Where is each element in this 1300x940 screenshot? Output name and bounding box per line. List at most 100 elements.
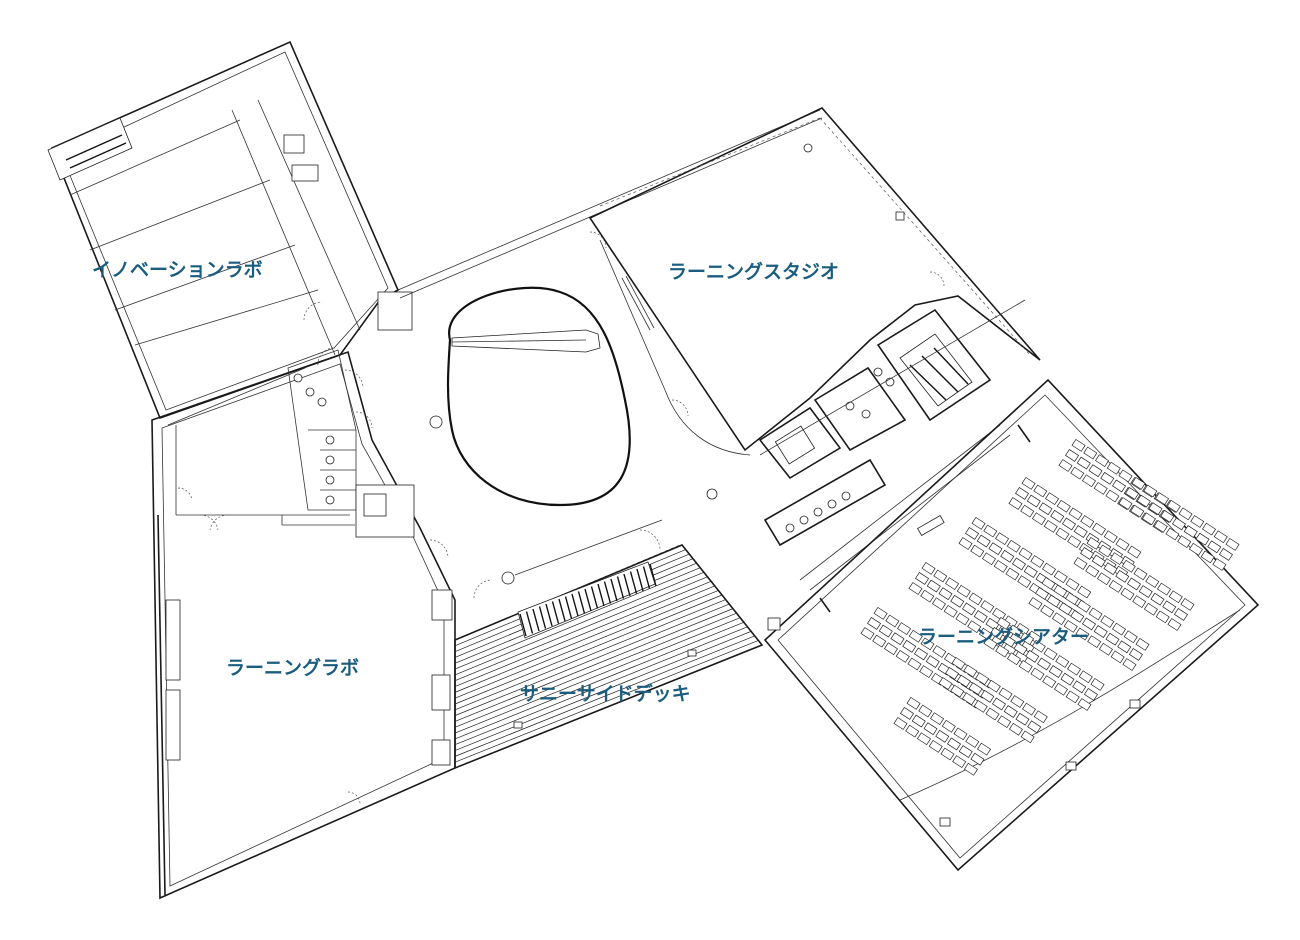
theater-seat — [920, 637, 935, 651]
room-label-learning-lab: ラーニングラボ — [226, 656, 359, 679]
theater-seat — [1027, 720, 1042, 734]
theater-seat — [1207, 540, 1222, 554]
theater-seat — [1093, 481, 1108, 495]
theater-seat — [930, 712, 945, 726]
theater-seat — [1081, 617, 1097, 631]
theater-seat — [1031, 639, 1046, 653]
theater-seat — [980, 689, 995, 703]
theater-seat — [1091, 554, 1106, 568]
theater-seat — [860, 627, 875, 640]
theater-seat — [968, 682, 983, 696]
theater-seat — [1033, 484, 1048, 498]
deck-board — [454, 603, 730, 716]
east-core — [758, 299, 1026, 591]
theater-seat — [956, 674, 971, 688]
theater-seat — [958, 537, 973, 550]
theater-seat — [1117, 640, 1132, 654]
theater-seat — [1133, 567, 1148, 581]
deck-board — [454, 626, 748, 746]
theater-seat — [1036, 657, 1052, 671]
theater-seat — [1043, 519, 1058, 533]
theater-seat — [1018, 659, 1033, 673]
theater-seat — [943, 604, 958, 618]
theater-seat — [1090, 677, 1105, 691]
theater-seat — [995, 644, 1010, 658]
theater-seat — [1013, 642, 1028, 656]
deck-board — [454, 581, 712, 687]
theater-seat — [1058, 602, 1073, 616]
theater-seat — [965, 527, 980, 540]
theater-seat — [913, 647, 929, 661]
theater-seat — [1042, 562, 1057, 576]
theater-seat — [1076, 456, 1091, 470]
theater-seat — [1127, 545, 1142, 559]
theater-seat — [1195, 532, 1210, 546]
theater-seat — [918, 704, 933, 718]
theater-seat — [1020, 632, 1035, 646]
theater-seat — [1100, 615, 1115, 628]
theater-seat — [1055, 527, 1070, 541]
theater-seat — [1121, 559, 1136, 573]
theater-seat — [1067, 662, 1082, 676]
theater-seat — [1070, 466, 1085, 480]
theater-seat — [1173, 608, 1188, 621]
stair-tread — [584, 588, 592, 612]
theater-seat — [1166, 499, 1181, 513]
deck-board — [454, 590, 719, 699]
deck-board — [454, 567, 701, 670]
theater-seat — [1162, 600, 1177, 614]
theater-seat — [1126, 577, 1142, 591]
theater-seat — [1108, 579, 1123, 593]
theater-seat — [1005, 567, 1020, 581]
theater-seat — [1060, 672, 1075, 686]
theater-seat — [867, 617, 882, 630]
stair-tread — [590, 586, 599, 609]
theater-seat — [1053, 570, 1068, 584]
theater-seat — [1046, 594, 1061, 608]
theater-seat — [1093, 625, 1108, 638]
central-hall — [397, 109, 823, 641]
stair-tread — [597, 583, 605, 607]
theater-seat — [1218, 548, 1233, 561]
theater-seat — [1177, 535, 1192, 549]
theater-seat — [1105, 489, 1120, 503]
deck-board — [454, 585, 715, 693]
room-label-learning-theater: ラーニングシアター — [918, 625, 1089, 648]
theater-seat — [1131, 476, 1146, 490]
theater-seat — [1033, 710, 1048, 724]
sunny-side-deck-area — [454, 544, 764, 770]
stair-tread — [558, 598, 566, 622]
theater-seat — [950, 594, 965, 608]
theater-seat — [991, 697, 1007, 711]
theater-seat — [1132, 595, 1147, 609]
theater-seat — [1118, 497, 1133, 510]
theater-seat — [1088, 607, 1103, 621]
deck-board — [454, 612, 737, 728]
theater-seat — [919, 665, 934, 679]
theater-seat — [1077, 698, 1092, 711]
theater-seat — [907, 657, 922, 671]
theater-seat — [1065, 592, 1080, 606]
theater-seat — [1225, 537, 1240, 551]
theater-seat — [961, 602, 977, 616]
theater-seat — [931, 597, 946, 611]
theater-seat — [878, 624, 893, 638]
theater-seat — [915, 572, 930, 585]
theater-seat — [1143, 602, 1158, 616]
stair-tread — [538, 606, 547, 629]
theater-seat — [1178, 507, 1193, 521]
theater-seat — [1041, 576, 1056, 590]
theater-seat — [1008, 497, 1023, 510]
theater-seat — [1053, 584, 1068, 598]
theater-seat — [1006, 652, 1021, 666]
theater-seat — [1048, 665, 1063, 678]
theater-seat — [975, 672, 990, 686]
theater-seat — [1110, 650, 1125, 664]
theater-seat — [1130, 504, 1145, 518]
theater-seat — [963, 664, 978, 678]
theater-seat — [1063, 619, 1078, 633]
theater-seat — [956, 584, 971, 598]
stair-tread — [616, 576, 625, 599]
theater-seat — [993, 559, 1008, 573]
